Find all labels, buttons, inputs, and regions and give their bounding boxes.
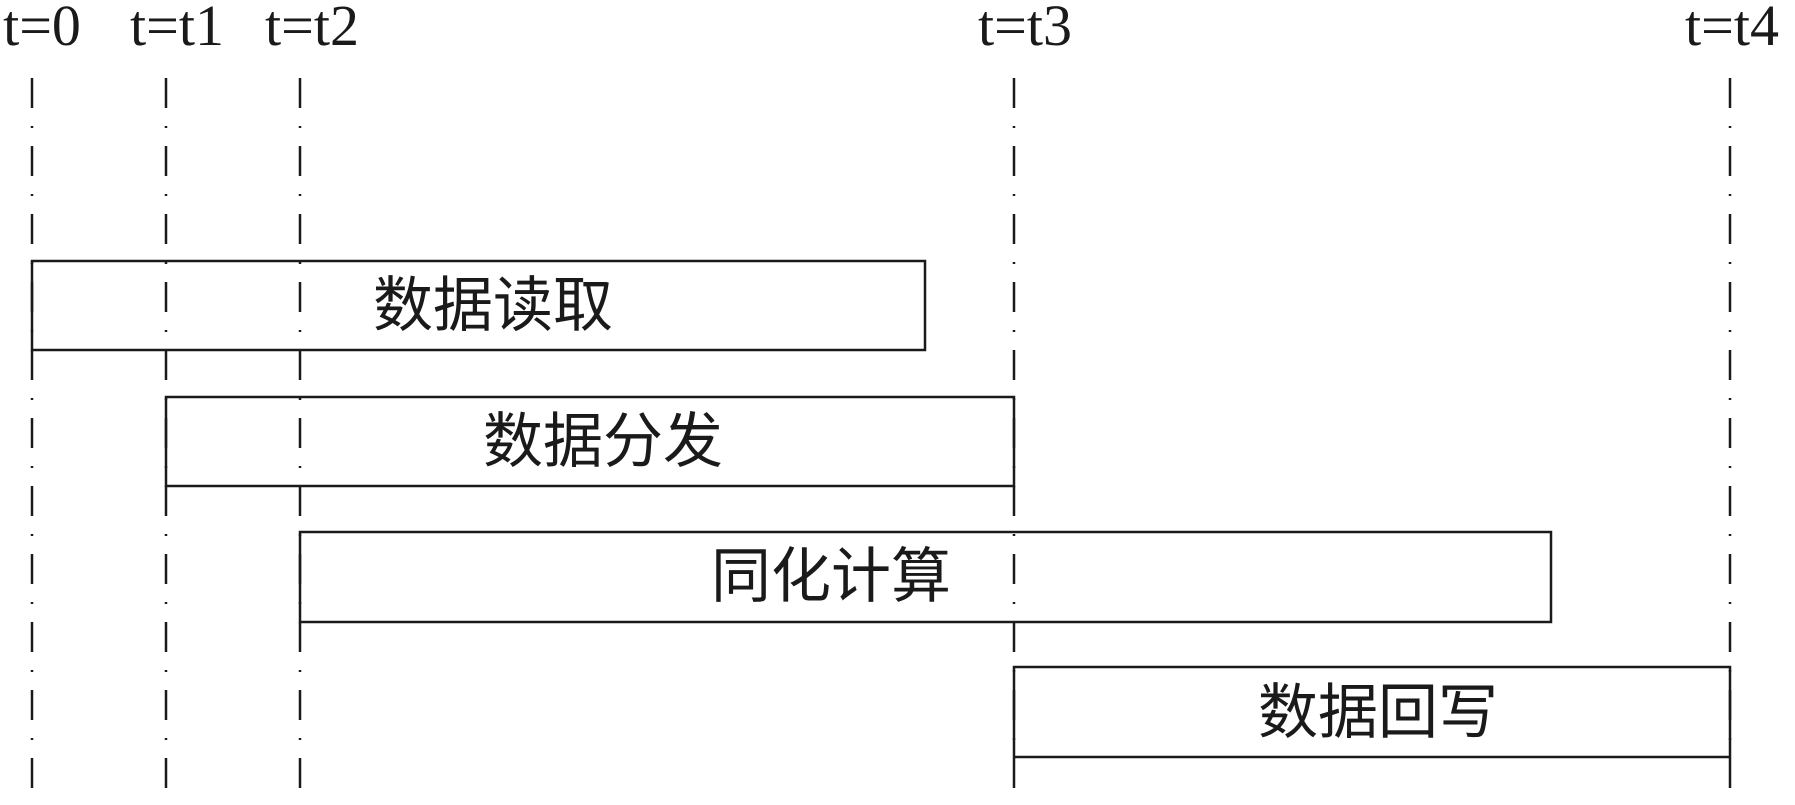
time-label-t1: t=t1 xyxy=(130,0,224,58)
phase-distribute-label: 数据分发 xyxy=(483,407,723,477)
phase-writeback-label: 数据回写 xyxy=(1258,678,1498,748)
phase-read-box xyxy=(30,259,927,352)
phase-distribute: 数据分发 xyxy=(164,395,1016,488)
phase-assimilate: 同化计算 xyxy=(298,530,1553,624)
phase-assimilate-box xyxy=(298,530,1553,624)
phase-read-label: 数据读取 xyxy=(373,271,613,341)
phase-distribute-box xyxy=(164,395,1016,488)
phase-writeback: 数据回写 xyxy=(1012,665,1732,759)
phase-writeback-box xyxy=(1012,665,1732,759)
time-label-t0: t=0 xyxy=(3,0,81,58)
phase-read: 数据读取 xyxy=(30,259,927,352)
phase-assimilate-label: 同化计算 xyxy=(711,542,951,612)
time-label-t3: t=t3 xyxy=(978,0,1072,58)
time-label-t4: t=t4 xyxy=(1685,0,1779,58)
time-label-t2: t=t2 xyxy=(265,0,359,58)
